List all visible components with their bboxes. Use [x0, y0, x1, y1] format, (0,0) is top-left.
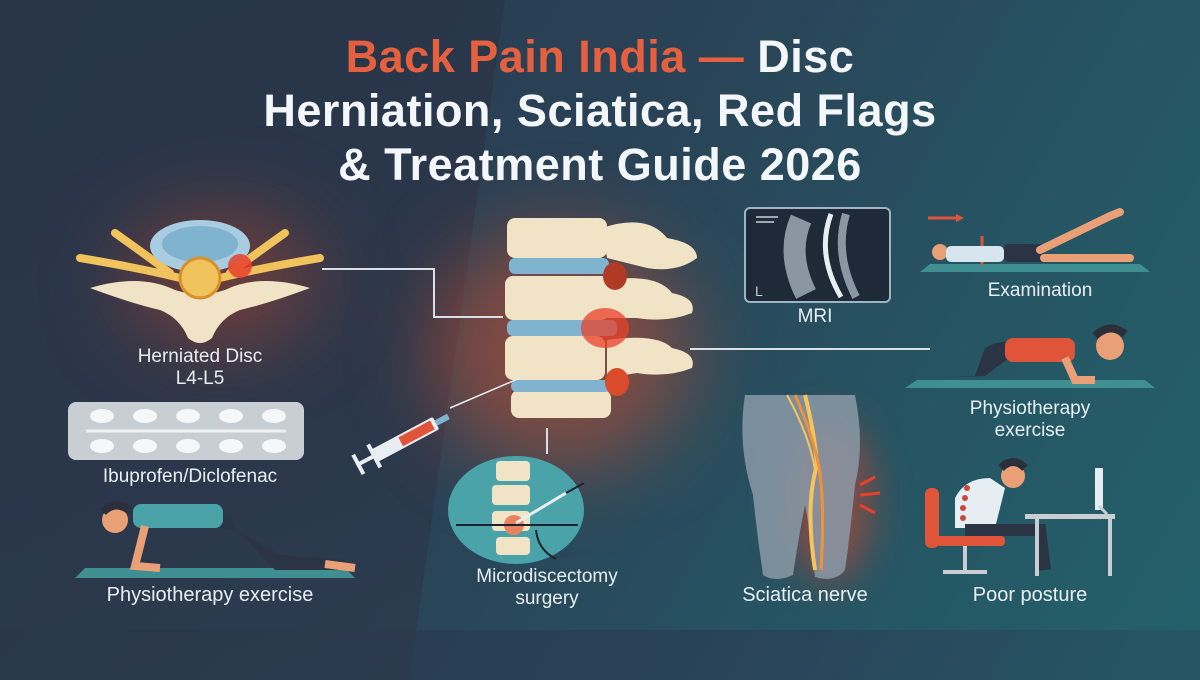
herniated-disc-label: Herniated Disc L4-L5 — [80, 346, 320, 390]
physiotherapy-right-figure-icon — [905, 324, 1155, 388]
examination-label: Examination — [987, 280, 1093, 301]
microdiscectomy-icon — [448, 456, 585, 564]
page-title: Back Pain India — Disc Herniation, Sciat… — [0, 30, 1200, 192]
connector-disc-vertical — [433, 268, 435, 316]
title-line3: & Treatment Guide 2026 — [338, 139, 862, 190]
connector-surgery — [546, 428, 548, 454]
connector-physio — [690, 348, 930, 350]
medication-label: Ibuprofen/Diclofenac — [102, 466, 278, 487]
mri-marker: L — [755, 283, 763, 299]
poor-posture-label: Poor posture — [972, 584, 1088, 606]
physiotherapy-right-subtitle: exercise — [994, 420, 1066, 441]
physiotherapy-left-label: Physiotherapy exercise — [106, 584, 314, 606]
syringe-icon — [351, 377, 521, 475]
physiotherapy-left-figure-icon — [75, 501, 356, 578]
mri-image: L — [744, 207, 891, 303]
sciatica-label: Sciatica nerve — [742, 584, 868, 606]
connector-disc-h2 — [433, 316, 503, 318]
herniated-disc-icon — [76, 220, 324, 343]
poor-posture-figure-icon — [925, 458, 1115, 576]
connector-disc — [322, 268, 434, 270]
microdiscectomy-subtitle: surgery — [515, 588, 579, 609]
mri-spine-icon — [756, 212, 860, 299]
physiotherapy-right-label: Physiotherapy exercise — [920, 398, 1140, 442]
microdiscectomy-title: Microdiscectomy — [476, 566, 618, 587]
sciatica-legs-icon — [742, 394, 881, 579]
microdiscectomy-label: Microdiscectomy surgery — [412, 566, 682, 610]
title-line1: Disc — [744, 31, 855, 82]
pill-blister-icon — [68, 402, 304, 460]
title-line2: Herniation, Sciatica, Red Flags — [263, 85, 937, 136]
herniated-disc-level: L4-L5 — [175, 368, 225, 389]
examination-figure-icon — [920, 208, 1150, 272]
herniated-disc-title: Herniated Disc — [137, 346, 263, 367]
title-accent: Back Pain India — — [345, 31, 745, 82]
lumbar-spine-icon — [505, 218, 697, 418]
mri-label: MRI — [797, 306, 833, 327]
physiotherapy-right-title: Physiotherapy — [969, 398, 1091, 419]
